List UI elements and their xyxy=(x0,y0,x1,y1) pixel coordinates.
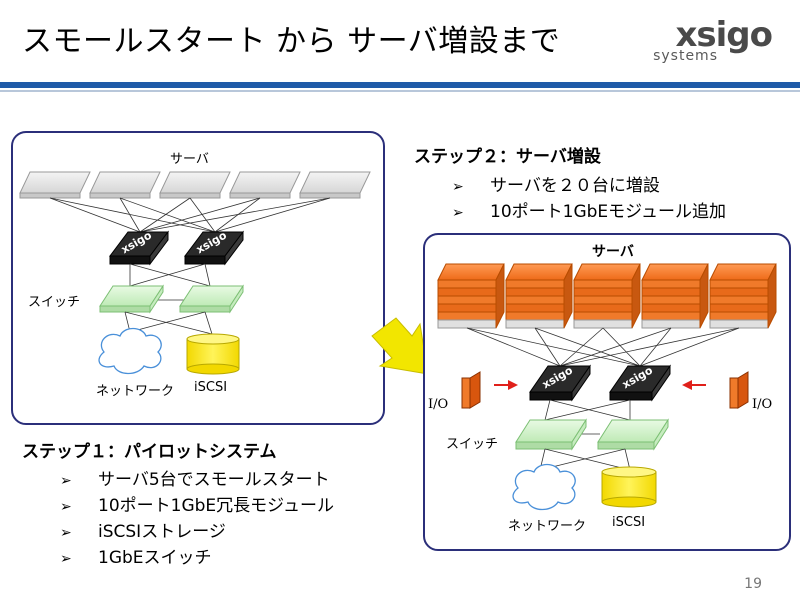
bullet-arrow-icon: ➢ xyxy=(60,551,72,567)
step1-bullet-text: 1GbEスイッチ xyxy=(98,548,212,568)
orange-server-stack-3 xyxy=(573,263,641,329)
left-network-cloud xyxy=(98,327,162,375)
left-xsigo-device-2 xyxy=(184,230,244,266)
left-server-label: サーバ xyxy=(170,152,209,167)
right-network-label: ネットワーク xyxy=(508,519,587,534)
left-xsigo-device-1 xyxy=(109,230,169,266)
right-xsigo-device-1 xyxy=(529,364,591,402)
step2-bullet-list: ➢ サーバを２０台に増設 ➢ 10ポート1GbEモジュール追加 xyxy=(452,174,726,226)
orange-server-stack-4 xyxy=(641,263,709,329)
step1-bullet: ➢ iSCSIストレージ xyxy=(60,520,334,546)
title-rule-blue xyxy=(0,82,800,88)
right-switch-links xyxy=(544,399,631,435)
right-io-module xyxy=(729,371,749,409)
right-switch-1 xyxy=(515,418,587,451)
orange-server-stack-5 xyxy=(709,263,777,329)
step2-bullet-text: 10ポート1GbEモジュール追加 xyxy=(490,202,726,222)
right-iscsi-label: iSCSI xyxy=(612,515,646,530)
left-server-links xyxy=(49,197,331,233)
step1-bullet-list: ➢ サーバ5台でスモールスタート ➢ 10ポート1GbE冗長モジュール ➢ iSCSI… xyxy=(60,468,334,572)
step2-title: ステップ２：サーバ増設 xyxy=(414,147,601,167)
step2-bullet-text: サーバを２０台に増設 xyxy=(490,176,660,196)
left-switch-1 xyxy=(99,284,164,314)
page-title: スモールスタート から サーバ増設まで xyxy=(22,24,561,59)
left-iscsi-storage xyxy=(186,333,240,375)
step1-bullet: ➢ 1GbEスイッチ xyxy=(60,546,334,572)
xsigo-logo: xsigo systems xyxy=(653,15,773,64)
bullet-arrow-icon: ➢ xyxy=(60,499,72,515)
step1-bullet: ➢ サーバ5台でスモールスタート xyxy=(60,468,334,494)
right-server-links xyxy=(466,327,740,367)
orange-server-stack-1 xyxy=(437,263,505,329)
page-number: 19 xyxy=(744,576,762,592)
step1-bullet-text: 10ポート1GbE冗長モジュール xyxy=(98,496,334,516)
step1-bullet-text: iSCSIストレージ xyxy=(98,522,226,542)
logo-main-text: xsigo xyxy=(675,15,773,55)
right-server-stacks xyxy=(437,263,777,329)
step1-bullet-text: サーバ5台でスモールスタート xyxy=(98,470,330,490)
left-server-row xyxy=(19,171,371,199)
bullet-arrow-icon: ➢ xyxy=(60,525,72,541)
right-switch-label: スイッチ xyxy=(446,437,499,452)
left-network-label: ネットワーク xyxy=(96,384,175,399)
step2-bullet: ➢ サーバを２０台に増設 xyxy=(452,174,726,200)
bullet-arrow-icon: ➢ xyxy=(60,473,72,489)
right-io-right-label: I/O xyxy=(752,397,773,412)
left-switch-2 xyxy=(179,284,244,314)
right-io-left-label: I/O xyxy=(428,397,449,412)
step1-bullet: ➢ 10ポート1GbE冗長モジュール xyxy=(60,494,334,520)
right-network-cloud xyxy=(512,463,576,511)
bullet-arrow-icon: ➢ xyxy=(452,205,464,221)
orange-server-stack-2 xyxy=(505,263,573,329)
bullet-arrow-icon: ➢ xyxy=(452,179,464,195)
io-insert-arrows xyxy=(494,380,706,390)
right-xsigo-device-2 xyxy=(609,364,671,402)
right-iscsi-storage xyxy=(601,466,657,508)
left-io-module xyxy=(461,371,481,409)
left-switch-label: スイッチ xyxy=(28,295,81,310)
step1-title: ステップ１：パイロットシステム xyxy=(22,442,277,462)
logo-sub-text: systems xyxy=(653,48,718,64)
right-server-label: サーバ xyxy=(592,244,634,260)
title-rule-gray xyxy=(0,90,800,92)
step2-bullet: ➢ 10ポート1GbEモジュール追加 xyxy=(452,200,726,226)
left-iscsi-label: iSCSI xyxy=(194,380,228,395)
right-switch-2 xyxy=(597,418,669,451)
